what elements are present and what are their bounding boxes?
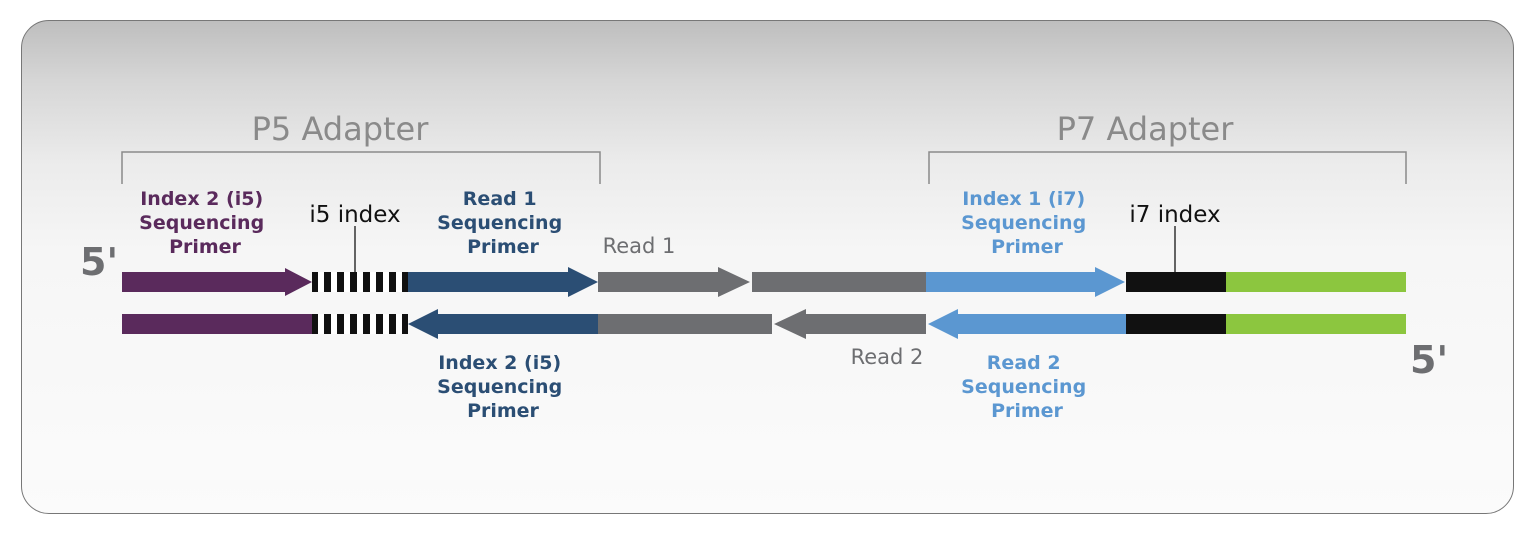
- i7-index-segment-bottom: [1126, 314, 1226, 334]
- p5-adapter-title: P5 Adapter: [252, 110, 430, 148]
- read2-label: Read 2: [851, 345, 924, 369]
- top-strand: [122, 267, 1406, 297]
- read1-arrow: [598, 267, 750, 297]
- diagram-panel: [21, 20, 1514, 514]
- index2-primer-top-label: Index 2 (i5) Sequencing Primer: [139, 188, 271, 258]
- insert-segment-bottom: [598, 314, 772, 334]
- p7-end-segment-top: [1226, 272, 1406, 292]
- five-prime-bottom-label: 5': [1410, 338, 1448, 382]
- i5-index-segment-bottom: [312, 314, 408, 334]
- p7-adapter-bracket: [928, 151, 1407, 184]
- i7-index-segment-top: [1126, 272, 1226, 292]
- read2-arrow: [774, 309, 926, 339]
- insert-segment-top: [752, 272, 926, 292]
- index1-primer-label: Index 1 (i7) Sequencing Primer: [961, 188, 1093, 258]
- read1-primer-arrow: [408, 267, 598, 297]
- read2-primer-arrow: [928, 309, 1126, 339]
- index2-primer-arrow-bottom: [408, 309, 598, 339]
- p5-end-segment-bottom: [122, 314, 312, 334]
- index2-primer-bottom-label: Index 2 (i5) Sequencing Primer: [437, 352, 569, 422]
- p5-adapter-bracket: [121, 151, 601, 184]
- i5-index-label: i5 index: [309, 202, 400, 228]
- read2-primer-label: Read 2 Sequencing Primer: [961, 352, 1093, 422]
- i7-index-label: i7 index: [1129, 202, 1220, 228]
- index2-primer-arrow-top: [122, 268, 312, 296]
- read1-label: Read 1: [603, 234, 676, 258]
- index1-primer-arrow: [926, 267, 1125, 297]
- p7-adapter-title: P7 Adapter: [1057, 110, 1235, 148]
- read1-primer-label: Read 1 Sequencing Primer: [437, 188, 569, 258]
- five-prime-top-label: 5': [80, 240, 118, 284]
- bottom-strand: [122, 309, 1406, 339]
- i5-index-segment-top: [312, 272, 408, 292]
- p7-end-segment-bottom: [1226, 314, 1406, 334]
